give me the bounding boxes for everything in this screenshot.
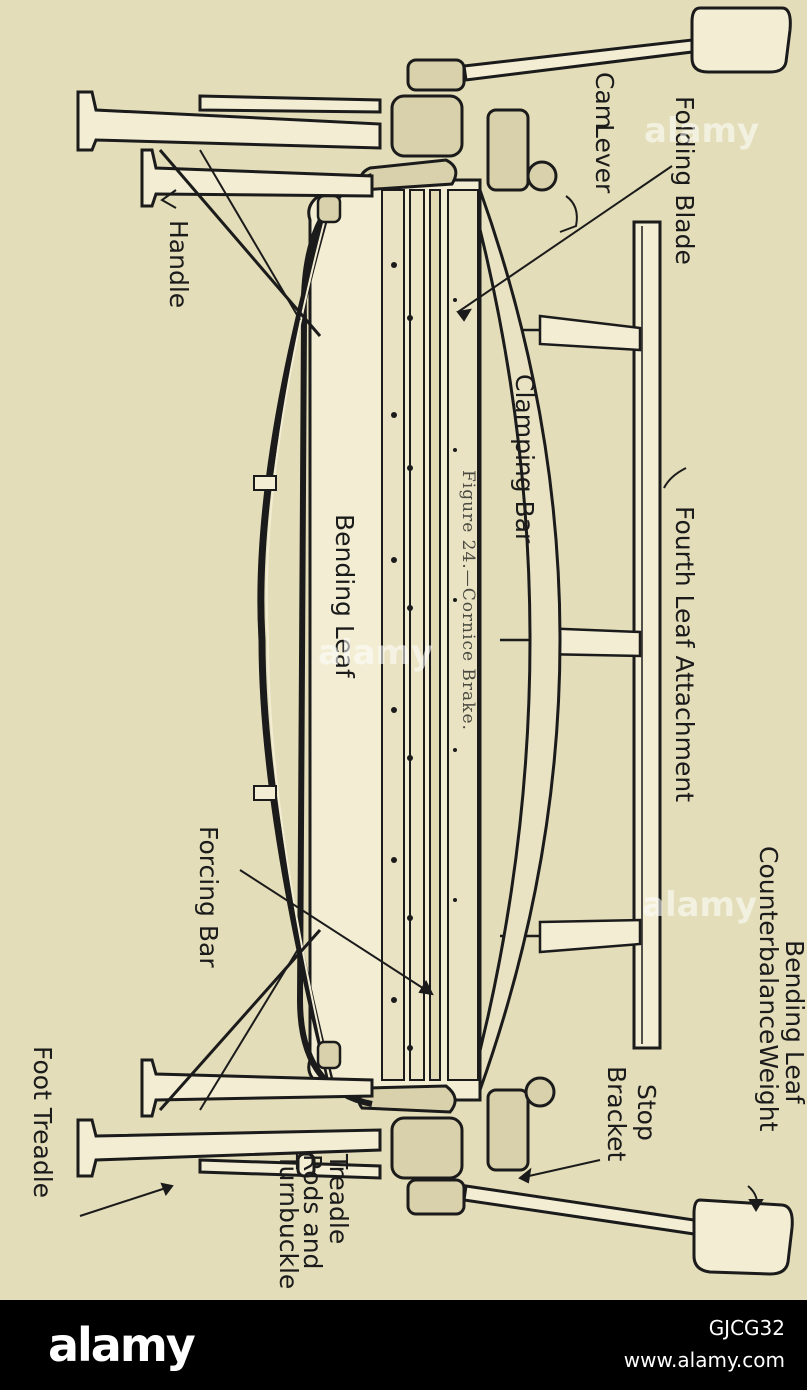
label-fourth-leaf-attachment: Fourth Leaf Attachment (670, 506, 699, 802)
bending-leaf-assembly (307, 158, 482, 1114)
end-casting-bottom (198, 1076, 556, 1216)
labels: Bending Leaf CounterbalanceWeight Fourth… (28, 72, 807, 1289)
label-treadle-rods-3: Turnbuckle (274, 1153, 303, 1289)
stock-banner: alamy GJCG32 www.alamy.com (0, 1300, 807, 1390)
counterbalance-weight-top (462, 6, 792, 82)
handle-bottom (76, 929, 382, 1178)
label-stop-bracket-2: Bracket (602, 1066, 631, 1161)
watermark-text-bottom: alamy (642, 885, 757, 925)
alamy-logo: alamy (48, 1318, 196, 1372)
label-bending-leaf-counterbalance-weight-2: CounterbalanceWeight (754, 846, 783, 1132)
cornice-brake-diagram: Bending Leaf CounterbalanceWeight Fourth… (28, 6, 807, 1290)
attachment-brackets (500, 314, 642, 954)
image-id: GJCG32 (708, 1316, 785, 1340)
forcing-bar (253, 194, 342, 1081)
label-cam-lever-2: Lever (590, 124, 619, 194)
handle-top (76, 90, 382, 337)
counterbalance-weight-bottom (462, 1184, 794, 1276)
figure-caption: Figure 24.—Cornice Brake. (458, 470, 478, 731)
end-casting-top (198, 58, 558, 192)
label-folding-blade: Folding Blade (670, 96, 699, 265)
label-foot-treadle: Foot Treadle (28, 1046, 57, 1198)
label-stop-bracket: Stop (632, 1084, 661, 1141)
diagram-plate: Bending Leaf CounterbalanceWeight Fourth… (28, 6, 807, 1290)
watermark-text: alamy (318, 633, 433, 673)
site-url: www.alamy.com (623, 1348, 785, 1372)
label-treadle-rods-2: Rods and (298, 1154, 327, 1269)
watermark-text-top: alamy (644, 111, 759, 151)
label-handle: Handle (164, 220, 193, 308)
label-treadle-rods: Treadle (324, 1153, 353, 1244)
label-cam-lever: Cam (590, 72, 619, 129)
label-bending-leaf-counterbalance-weight: Bending Leaf (780, 940, 807, 1105)
watermark: alamy alamy alamy (318, 111, 759, 925)
leader-lines (79, 165, 764, 1217)
label-clamping-bar: Clamping Bar (510, 374, 539, 544)
label-forcing-bar: Forcing Bar (194, 826, 223, 968)
label-bending-leaf: Bending Leaf (330, 514, 359, 679)
